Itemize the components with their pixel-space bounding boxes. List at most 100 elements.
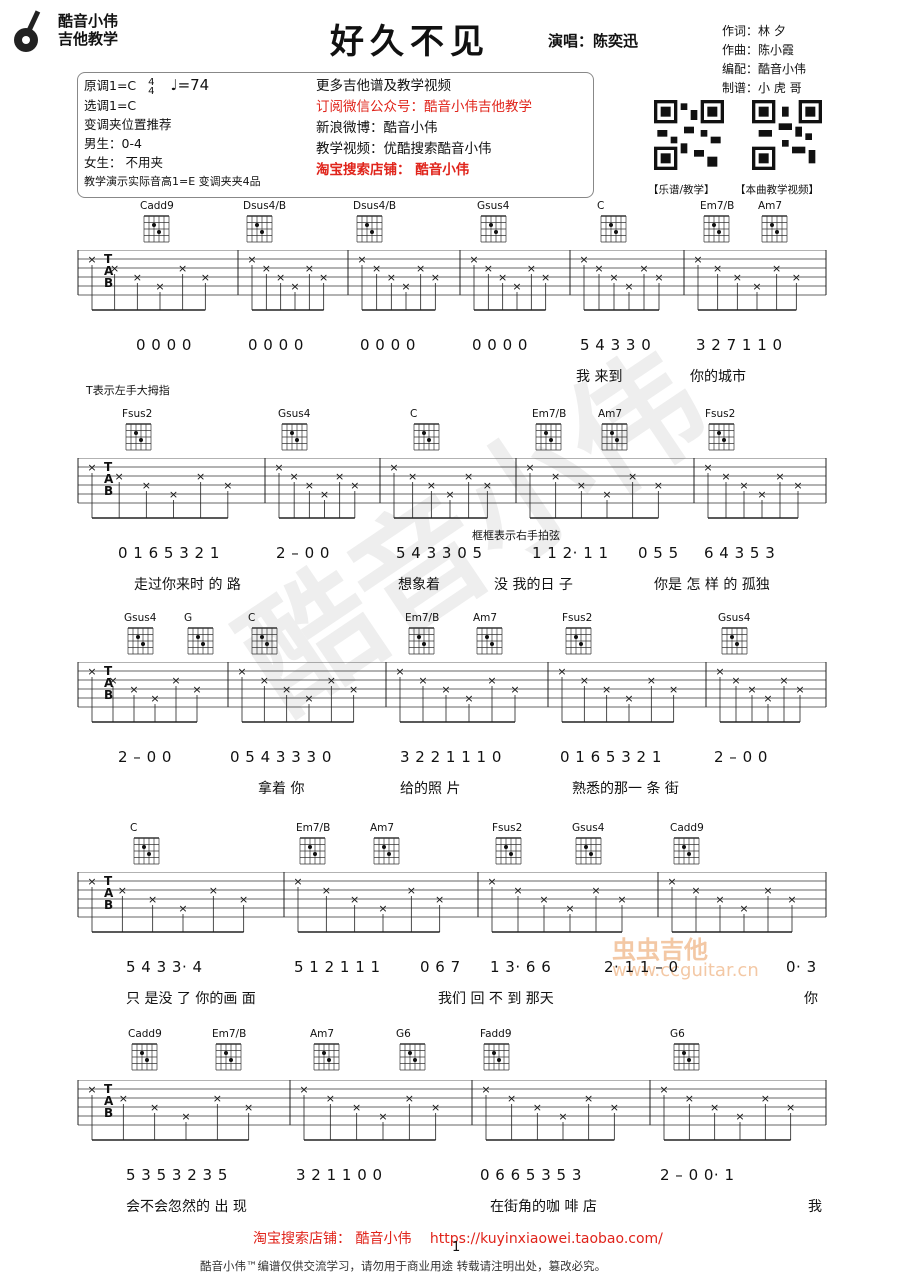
strum-mark: ×: [418, 674, 427, 687]
strum-mark: ×: [350, 479, 359, 492]
strum-mark: ×: [87, 461, 96, 474]
chord-name: Gsus4: [572, 822, 605, 834]
strum-mark: ×: [577, 479, 586, 492]
jianpu-measure: 0 5 5: [638, 544, 679, 562]
tab-clef-letter: T: [104, 874, 113, 888]
footer-url[interactable]: https://kuyinxiaowei.taobao.com/: [429, 1231, 663, 1247]
jianpu-measure: 0 0 0 0: [248, 336, 304, 354]
chord-name: Em7/B: [532, 408, 567, 420]
jianpu-measure: 2 – 0 0: [276, 544, 330, 562]
chord-grid-icon: [246, 215, 273, 243]
promo-line1: 更多吉他谱及教学视频: [316, 78, 451, 94]
strum-mark: ×: [115, 470, 124, 483]
strum-mark: ×: [274, 461, 283, 474]
jianpu-measure: 3 2 2 1 1 1 0: [400, 748, 502, 766]
strum-mark: ×: [87, 665, 96, 678]
lyric-line: 给的照 片: [400, 781, 461, 797]
chord-name: Fsus2: [122, 408, 153, 420]
song-title: 好久不见: [330, 22, 490, 62]
chord-grid-icon: [408, 627, 435, 655]
strum-mark: ×: [427, 479, 436, 492]
strum-mark: ×: [378, 902, 387, 915]
chord-grid-icon: [299, 837, 326, 865]
strum-mark: ×: [431, 271, 440, 284]
strum-mark: ×: [326, 1092, 335, 1105]
chord-grid-icon: [413, 423, 440, 451]
chord-name: Dsus4/B: [353, 200, 397, 212]
chord-name: C: [597, 200, 605, 212]
jianpu-measure: 0 1 6 5 3 2 1: [118, 544, 220, 562]
chord-name: Em7/B: [212, 1028, 247, 1040]
guitar-icon: [14, 10, 41, 52]
qr-label-score: 【乐谱/教学】: [648, 184, 715, 196]
jianpu-measure: 1 1 2· 1 1: [532, 544, 609, 562]
strum-mark: ×: [498, 271, 507, 284]
strum-mark: ×: [87, 1083, 96, 1096]
strum-mark: ×: [507, 1092, 516, 1105]
chord-grid-icon: [476, 627, 503, 655]
strum-mark: ×: [481, 1083, 490, 1096]
jianpu-measure: 5 3 5 3 2 3 5: [126, 1166, 228, 1184]
jianpu-measure: 5 1 2 1 1 1: [294, 958, 381, 976]
lyric-line: 熟悉的那一 条 街: [572, 781, 679, 797]
strum-mark: ×: [639, 262, 648, 275]
tab-clef-letter: B: [104, 276, 114, 290]
chord-name: Cadd9: [140, 200, 174, 212]
chord-grid-icon: [127, 627, 154, 655]
strum-mark: ×: [213, 1092, 222, 1105]
strum-mark: ×: [201, 271, 210, 284]
tab-clef-letter: B: [104, 688, 114, 702]
strum-mark: ×: [715, 665, 724, 678]
strum-mark: ×: [691, 884, 700, 897]
lyric-line: 只 是没 了 你的画 面: [126, 991, 256, 1007]
strum-mark: ×: [150, 1101, 159, 1114]
chord-name: Am7: [758, 200, 783, 212]
chord-name: G: [184, 612, 193, 624]
strum-mark: ×: [795, 683, 804, 696]
chord-name: Em7/B: [405, 612, 440, 624]
strum-mark: ×: [510, 683, 519, 696]
strum-mark: ×: [282, 683, 291, 696]
promo-wechat: 订阅微信公众号：酷音小伟吉他教学: [316, 99, 532, 115]
strum-mark: ×: [579, 253, 588, 266]
strum-mark: ×: [703, 461, 712, 474]
strum-mark: ×: [129, 683, 138, 696]
strum-mark: ×: [247, 253, 256, 266]
strum-mark: ×: [541, 271, 550, 284]
brand-line1: 酷音小伟: [58, 12, 119, 30]
strum-mark: ×: [713, 262, 722, 275]
chord-grid-icon: [143, 215, 170, 243]
lyric-line: 你是 怎 样 的 孤独: [654, 577, 770, 593]
jianpu-measure: 5 4 3 3 0 5: [396, 544, 483, 562]
key-info: 原调1=C 4 4 ♩=74 选调1=C 变调夹位置推荐 男生：0-4 女生： …: [84, 76, 261, 191]
lyric-line: 你: [804, 991, 818, 1007]
strum-mark: ×: [178, 262, 187, 275]
jianpu-measure: 5 4 3 3 0: [580, 336, 652, 354]
strum-mark: ×: [395, 665, 404, 678]
chord-name: Dsus4/B: [243, 200, 287, 212]
strum-mark: ×: [654, 479, 663, 492]
strum-mark: ×: [435, 893, 444, 906]
credit-arranger: 编配：酷音小伟: [722, 62, 807, 76]
strum-mark: ×: [110, 262, 119, 275]
jianpu-measure: 2 – 0 0: [118, 748, 172, 766]
chord-name: C: [130, 822, 138, 834]
chord-grid-icon: [281, 423, 308, 451]
strum-mark: ×: [441, 683, 450, 696]
strum-mark: ×: [584, 1092, 593, 1105]
strum-mark: ×: [349, 683, 358, 696]
strum-mark: ×: [305, 479, 314, 492]
tab-clef-letter: A: [104, 886, 114, 900]
strum-mark: ×: [192, 683, 201, 696]
capo-male: 男生：0-4: [84, 135, 142, 151]
strum-mark: ×: [654, 271, 663, 284]
strum-mark: ×: [757, 488, 766, 501]
chord-name: Cadd9: [670, 822, 704, 834]
strum-mark: ×: [786, 1101, 795, 1114]
chord-grid-icon: [673, 837, 700, 865]
strum-mark: ×: [290, 470, 299, 483]
tab-clef-letter: A: [104, 472, 114, 486]
strum-mark: ×: [408, 470, 417, 483]
strum-mark: ×: [322, 884, 331, 897]
strum-mark: ×: [565, 902, 574, 915]
